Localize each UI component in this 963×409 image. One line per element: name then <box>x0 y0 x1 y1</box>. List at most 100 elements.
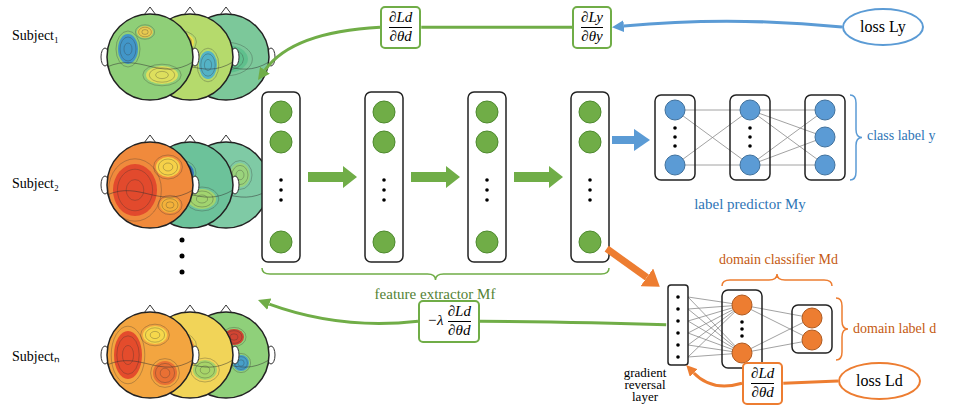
derivative-box: ∂Ld∂θd <box>380 6 421 49</box>
numerator: ∂Ld <box>448 304 471 320</box>
subject-label: Subjectₙ <box>12 346 60 365</box>
contour <box>230 334 238 340</box>
neuron <box>373 231 395 253</box>
contour <box>201 54 215 76</box>
weight-line <box>750 110 825 165</box>
loss-name: loss Ly <box>860 18 906 36</box>
neuron <box>802 330 822 350</box>
potential-blob <box>137 26 153 38</box>
neuron <box>476 231 498 253</box>
ellipsis-dot <box>279 178 283 182</box>
subject-label: Subject₁ <box>12 28 59 44</box>
contour <box>154 155 183 179</box>
contour <box>151 359 180 388</box>
fraction: ∂Ld ∂θd <box>448 304 471 339</box>
fraction: ∂Ld∂θd <box>751 366 774 401</box>
module-name: label predictor My <box>655 196 845 213</box>
contour <box>166 202 174 208</box>
scalp-outline <box>107 142 193 228</box>
brace <box>836 298 848 360</box>
contour <box>158 159 177 175</box>
potential-blob <box>114 331 142 379</box>
network-module: label predictor My <box>650 92 908 218</box>
connector <box>607 249 647 278</box>
ellipsis-dot <box>588 178 592 182</box>
weight-line <box>675 110 750 111</box>
ellipsis-dot <box>382 178 386 182</box>
layer-arrow <box>514 166 563 188</box>
topographic-map <box>101 7 199 100</box>
ellipsis-dot <box>740 320 744 324</box>
loss-ellipse: loss Ld <box>838 362 921 400</box>
weight-line <box>750 110 825 137</box>
output-label: class label y <box>867 128 935 144</box>
potential-blob <box>160 197 180 213</box>
weight-line <box>750 137 825 165</box>
ellipsis-dot <box>748 144 752 148</box>
contour <box>160 368 170 378</box>
contour <box>145 328 164 342</box>
brace <box>722 274 832 286</box>
neuron <box>815 100 835 120</box>
ellipsis-dot <box>279 198 283 202</box>
output-label: domain label d <box>853 321 936 337</box>
factor: −λ <box>427 313 444 329</box>
fraction-bar <box>448 321 471 322</box>
ellipsis-dot <box>485 178 489 182</box>
contour <box>143 64 181 86</box>
layer-column <box>792 305 832 353</box>
neuron <box>802 308 822 328</box>
potential-blob <box>113 164 157 216</box>
ellipsis-dot <box>279 188 283 192</box>
potential-blob <box>156 157 180 177</box>
layer-column <box>805 95 845 180</box>
contour <box>120 37 136 61</box>
network-module: feature extractor Mf <box>258 80 612 308</box>
contour <box>122 345 133 364</box>
brace <box>850 95 862 180</box>
weight-line <box>675 110 750 165</box>
scalp-outline <box>107 14 193 100</box>
connector <box>480 321 666 325</box>
layer-dot <box>676 295 680 299</box>
layer-arrow <box>411 166 460 188</box>
topographic-map <box>101 135 199 228</box>
subject-label: Subject₂ <box>12 176 59 192</box>
ellipsis-dot <box>748 126 752 130</box>
connector <box>269 304 418 323</box>
contour <box>238 360 244 366</box>
contour <box>150 331 160 338</box>
scalp-outline <box>107 312 193 398</box>
ellipsis-dot <box>382 198 386 202</box>
layer-column <box>468 92 506 262</box>
topographic-map <box>101 305 199 398</box>
weight-line <box>750 165 825 166</box>
potential-blob <box>153 361 177 385</box>
ellipsis-dot <box>588 188 592 192</box>
scalp <box>107 142 193 228</box>
denominator: ∂θd <box>448 323 470 339</box>
ellipsis-dot <box>180 254 185 259</box>
neuron <box>732 343 752 363</box>
ellipsis-dot <box>748 135 752 139</box>
contour <box>117 336 139 374</box>
numerator: ∂Ld <box>389 10 412 26</box>
neuron <box>579 101 601 123</box>
ellipsis-dot <box>673 135 677 139</box>
neuron <box>270 131 292 153</box>
neuron <box>665 155 685 175</box>
ellipsis-dot <box>180 270 185 275</box>
weight-line <box>675 110 750 165</box>
reversal-layer-bar <box>668 285 688 365</box>
contour <box>163 163 173 171</box>
neuron <box>476 131 498 153</box>
scalp <box>107 14 193 100</box>
fraction-bar <box>751 383 774 384</box>
connector <box>612 136 634 144</box>
derivative-box: ∂Ly∂θy <box>572 6 612 49</box>
module-name: gradient reversal layer <box>615 367 675 403</box>
contour <box>141 324 170 346</box>
potential-blob <box>199 51 217 79</box>
